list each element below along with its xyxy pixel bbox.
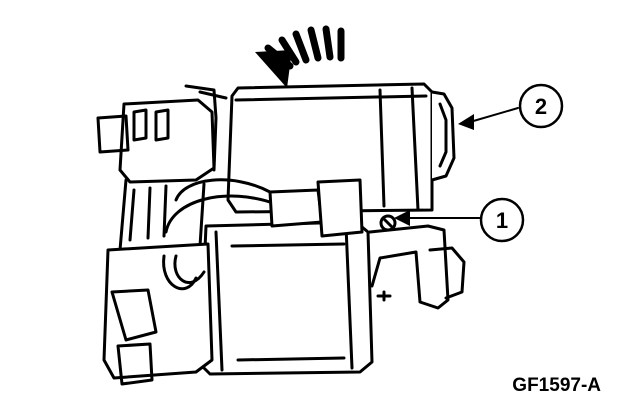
dryer-canister: [226, 82, 456, 214]
cylinder-head: [96, 98, 216, 386]
wiring-harness: [162, 84, 364, 291]
callout-number-2: 2: [535, 94, 547, 119]
callout-circle-2: [518, 83, 564, 129]
mounting-bracket: [368, 224, 466, 310]
leader-line-2: [469, 107, 519, 123]
callout-circle-1: [479, 197, 525, 243]
figure-id-label: GF1597-A: [512, 375, 601, 396]
retaining-screw: [379, 214, 397, 232]
rotation-arrow: [255, 25, 345, 88]
leader-arrowhead-1: [394, 210, 410, 226]
leader-arrowhead-2: [458, 114, 474, 130]
callout-number-1: 1: [496, 208, 508, 233]
motor-body: [198, 220, 374, 376]
